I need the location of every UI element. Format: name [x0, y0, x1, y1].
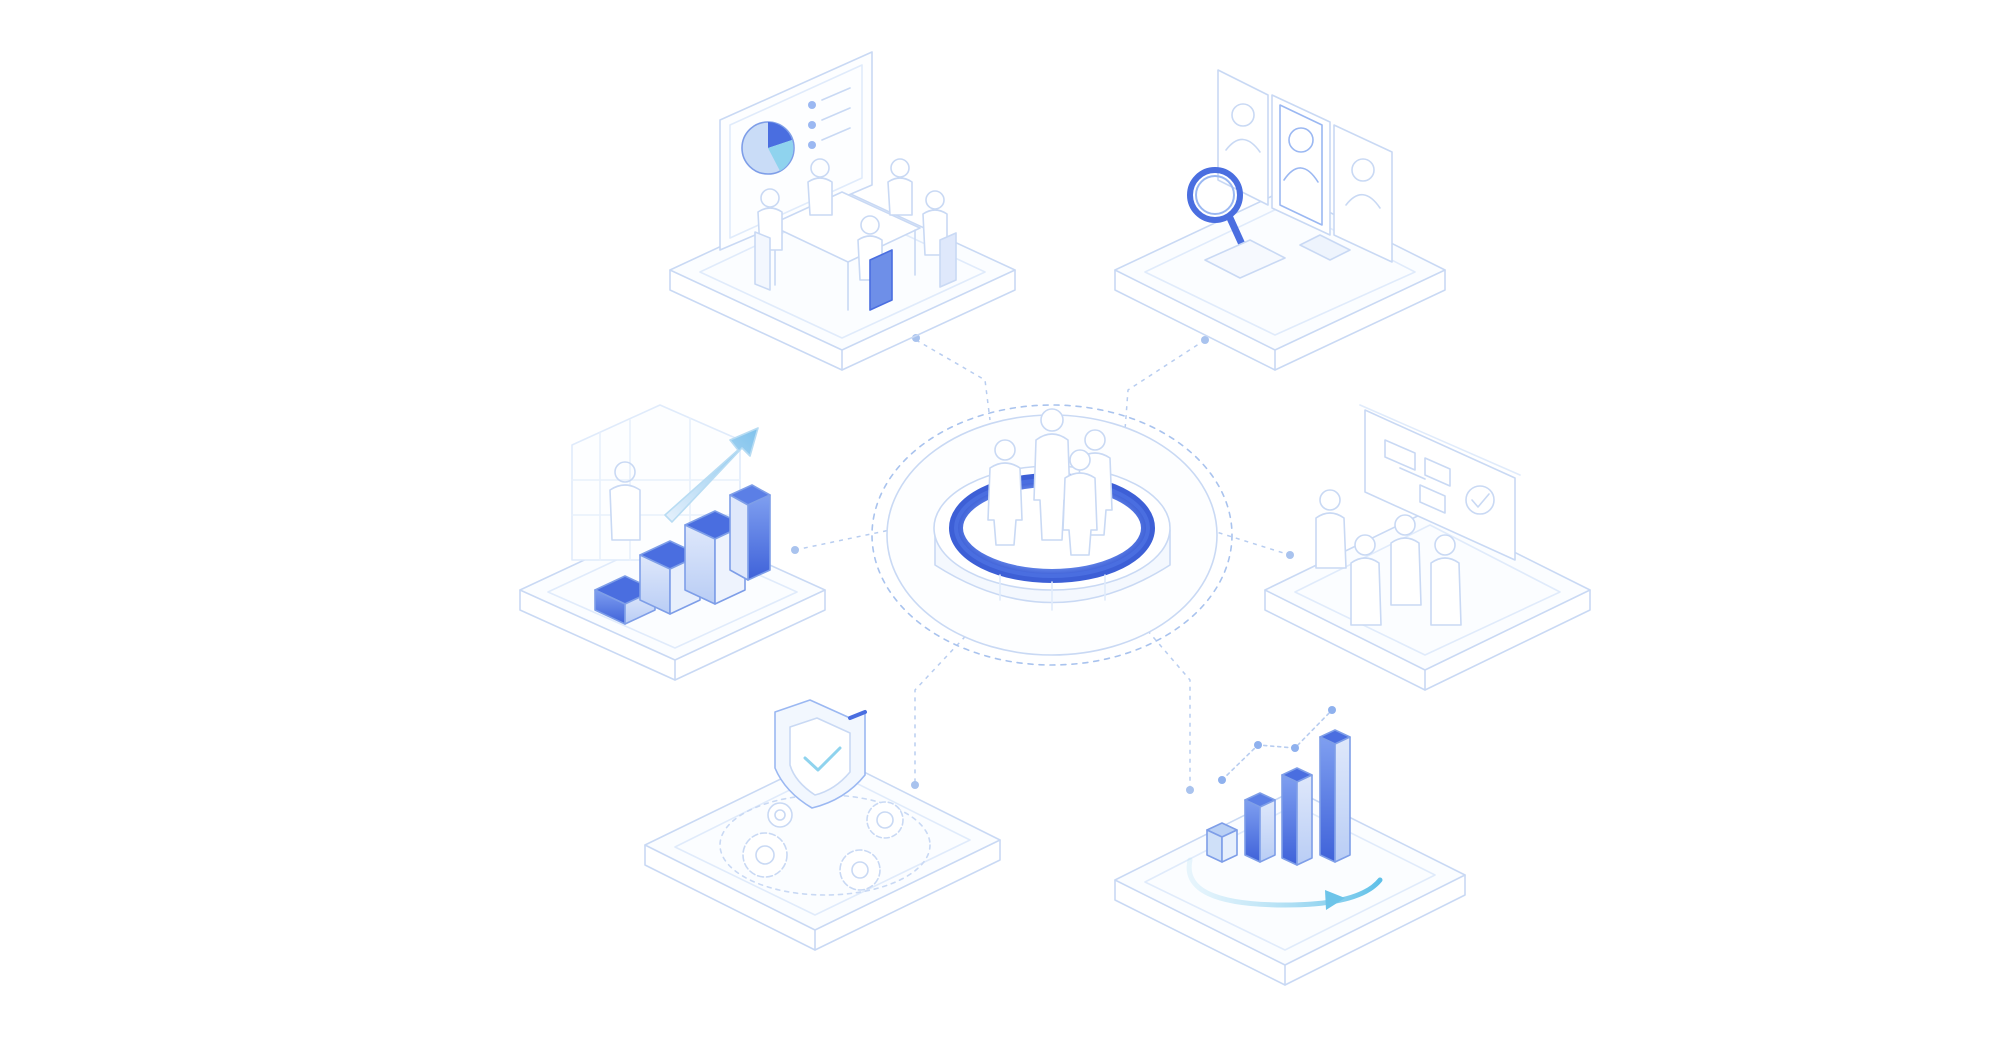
- analytics-bar-chart-icon: [1114, 706, 1466, 986]
- candidate-search-icon: [1114, 69, 1446, 371]
- meeting-presentation-icon: [669, 51, 1016, 371]
- connector-nodes: [791, 334, 1294, 794]
- growth-chart-icon: [519, 404, 826, 681]
- security-settings-icon: [644, 699, 1001, 951]
- central-team-platform-icon: [871, 404, 1233, 666]
- workflow-team-icon: [1264, 404, 1591, 691]
